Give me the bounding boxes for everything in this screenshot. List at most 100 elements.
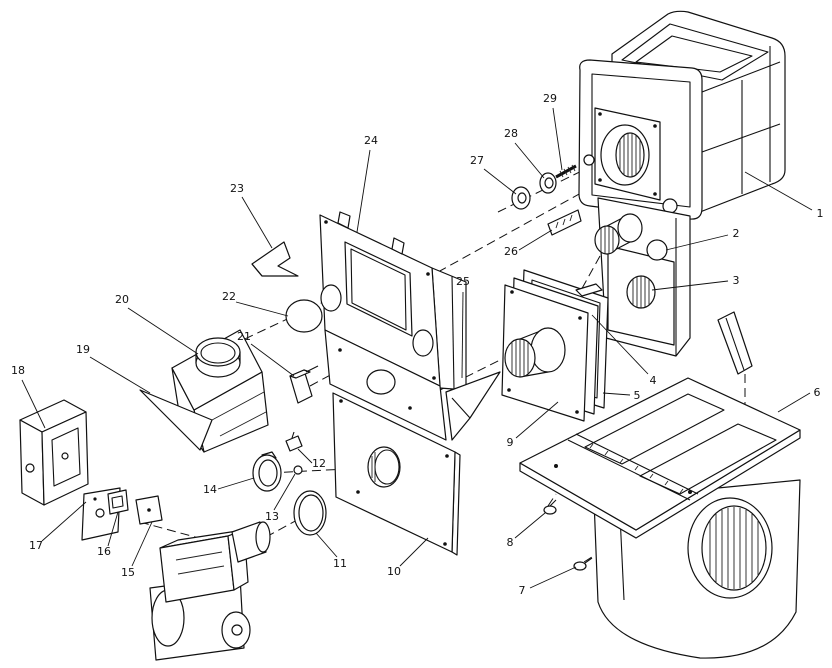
part-11-gasket-ring — [293, 490, 327, 536]
burner-assembly — [149, 521, 271, 661]
mounting-plate-screw — [356, 490, 360, 494]
leader-13 — [273, 473, 296, 511]
callout-labels: 1 2 3 4 5 6 7 8 9 10 11 12 13 14 15 16 1… — [11, 92, 824, 597]
leader-20 — [127, 307, 199, 355]
heat-exchanger-side-lines — [701, 46, 781, 194]
leader-1 — [744, 171, 813, 211]
callout-14: 14 — [203, 483, 217, 496]
leader-25 — [461, 291, 464, 379]
hood-collar-inner — [200, 342, 236, 364]
part-3-duct-plate — [607, 245, 675, 346]
mounting-plate-hole-shading — [371, 452, 376, 482]
assembly-line-panel-to-collar — [439, 355, 509, 391]
switch-body — [107, 489, 129, 515]
flue-collar-shading — [600, 226, 614, 254]
callout-26: 26 — [504, 245, 518, 258]
callout-11: 11 — [333, 557, 347, 570]
part-6-bracket — [717, 311, 753, 375]
callout-21: 21 — [237, 330, 251, 343]
hood-collar-top — [195, 337, 241, 367]
tray-top — [519, 377, 801, 531]
assembly-line-panel-to-exchanger — [437, 187, 591, 273]
callout-10: 10 — [387, 565, 401, 578]
screw-shank — [549, 499, 557, 507]
leader-5 — [602, 392, 631, 396]
part-7-screw — [573, 557, 593, 571]
part-19-plate — [139, 389, 213, 451]
part-13-nut — [293, 465, 303, 475]
leader-2 — [665, 234, 729, 251]
callout-29: 29 — [543, 92, 557, 105]
part-2-flue-collar — [594, 213, 668, 261]
leader-10 — [399, 537, 429, 567]
burner-block-lines — [175, 551, 225, 575]
callout-7: 7 — [519, 584, 526, 597]
disc-outline — [285, 299, 323, 333]
duct-plate-hole-shading — [632, 276, 650, 308]
burner-nozzle — [255, 521, 271, 553]
heat-exchanger-flange-inner — [591, 73, 691, 208]
ring-inner — [258, 459, 278, 487]
callout-2: 2 — [733, 227, 740, 240]
part-18-junction-box — [19, 399, 89, 506]
panel-top-tabs — [337, 211, 405, 255]
callout-15: 15 — [121, 566, 135, 579]
part-27-washer — [511, 186, 531, 210]
part-10-mounting-plate — [332, 392, 461, 556]
callout-22: 22 — [222, 290, 236, 303]
stud-threads — [559, 164, 576, 178]
part-9-collar-plate — [501, 284, 589, 422]
leader-3 — [651, 280, 729, 291]
callout-24: 24 — [364, 134, 378, 147]
mounting-plate-hole — [367, 446, 401, 488]
screw-head — [573, 561, 587, 571]
clip-tab — [291, 431, 295, 439]
blower-wheel-vanes — [709, 507, 759, 589]
leader-9 — [515, 401, 559, 439]
part-15-bracket — [135, 495, 163, 525]
callout-20: 20 — [115, 293, 129, 306]
junction-box-front — [19, 419, 45, 506]
callout-18: 18 — [11, 364, 25, 377]
part-22-disc — [285, 299, 323, 333]
assembly-line-ring-to-plate — [269, 466, 385, 474]
leader-28 — [514, 142, 545, 179]
panel-hole-right — [412, 329, 434, 357]
callout-28: 28 — [504, 127, 518, 140]
block-top — [289, 369, 311, 379]
part-25-lower-panel — [324, 329, 501, 441]
panel-window-outer — [344, 241, 413, 337]
gasket-ring-inner — [298, 494, 324, 532]
port-shading — [619, 133, 641, 177]
collar-back-ring — [530, 327, 566, 373]
bracket-outline — [547, 209, 582, 236]
clip-outline — [285, 435, 303, 452]
leader-22 — [235, 301, 289, 317]
plate-screw — [653, 124, 657, 128]
callout-27: 27 — [470, 154, 484, 167]
callout-4: 4 — [650, 374, 657, 387]
collar-shading — [511, 339, 529, 377]
leader-7 — [529, 566, 577, 589]
panel-screw — [324, 220, 328, 224]
junction-box-hole — [61, 452, 69, 460]
screw-head — [543, 505, 557, 515]
collar-plate-screw — [578, 316, 582, 320]
assembly-line-block-to-panel — [309, 371, 337, 387]
gusset-fold — [451, 397, 471, 419]
mounting-plate-screw — [443, 542, 447, 546]
bracket-hole — [147, 508, 151, 512]
leader-12 — [297, 448, 313, 464]
leader-27 — [483, 168, 517, 195]
flange-sight-hole — [583, 154, 595, 166]
junction-box-knockout — [51, 427, 81, 487]
mounting-plate-screw — [445, 454, 449, 458]
callout-12: 12 — [312, 457, 326, 470]
mounting-plate-screw — [339, 399, 343, 403]
callout-9: 9 — [507, 436, 514, 449]
assembly-line-screw-to-tray — [547, 493, 557, 507]
leader-18 — [21, 379, 46, 429]
leader-17 — [41, 501, 87, 542]
lower-panel-screw — [338, 348, 342, 352]
callout-16: 16 — [97, 545, 111, 558]
